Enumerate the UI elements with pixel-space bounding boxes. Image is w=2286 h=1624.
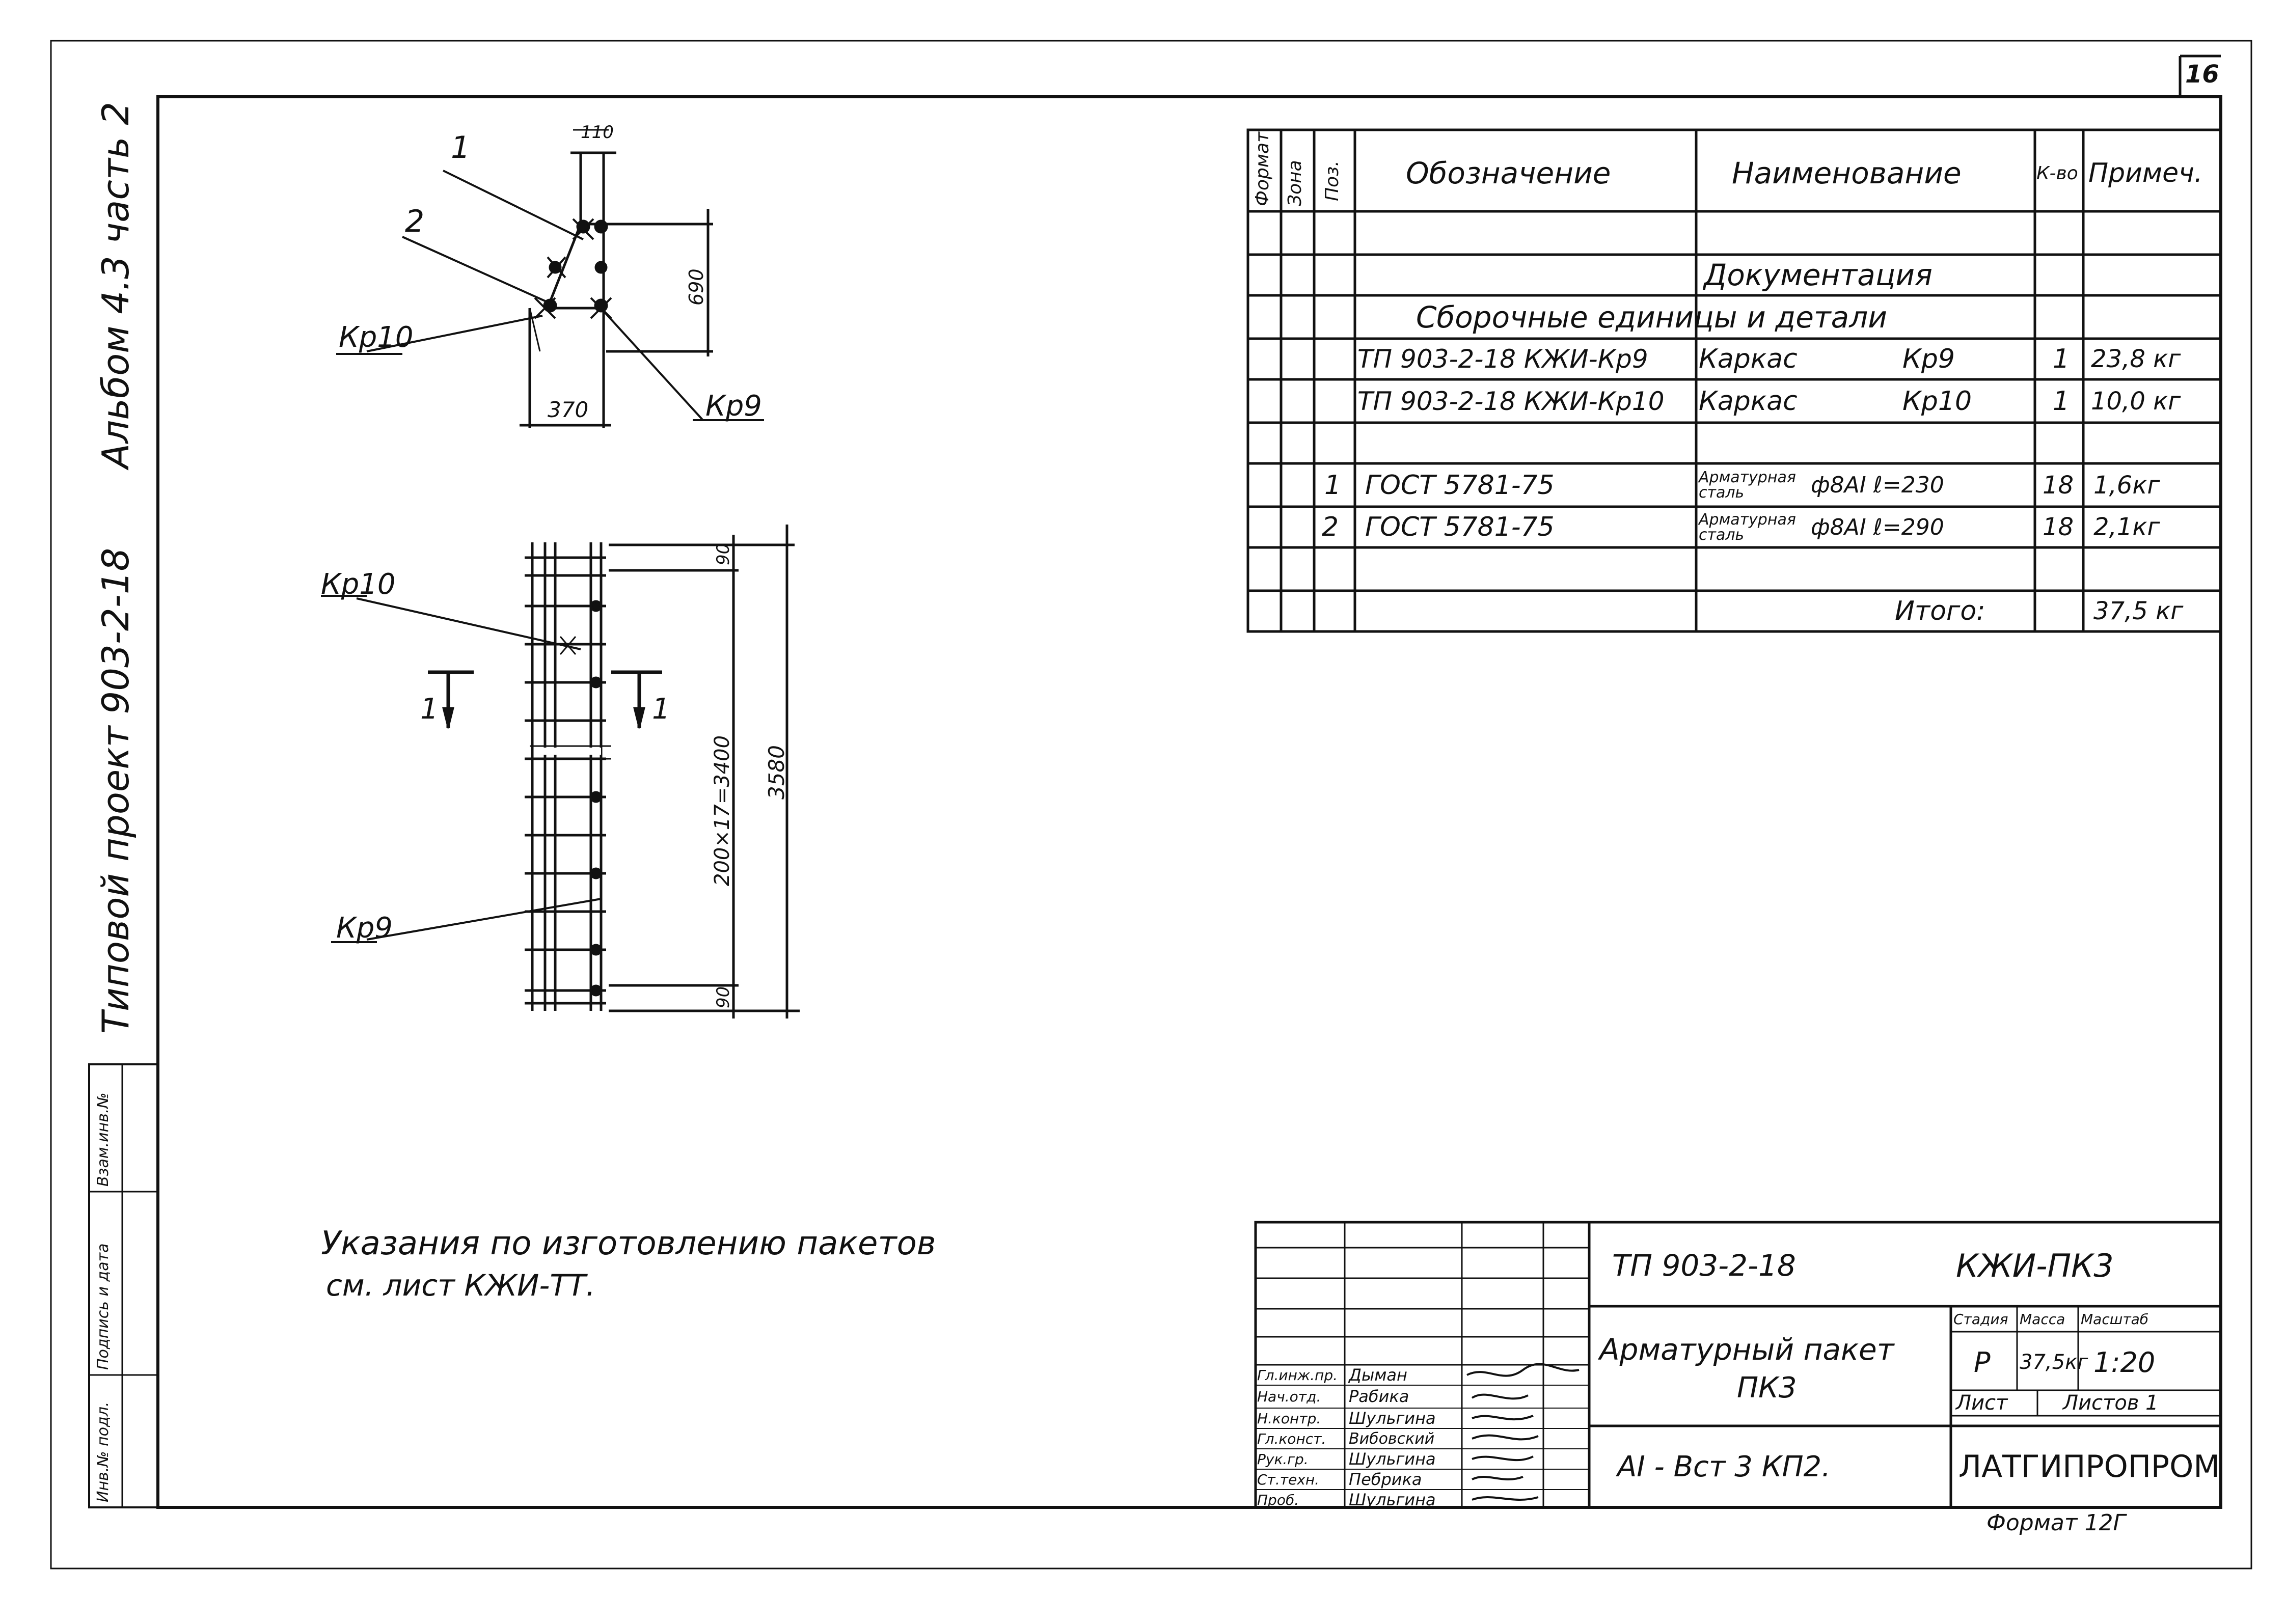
- section-documentation: Документация: [1704, 258, 1933, 292]
- col-designation: Обозначение: [1406, 156, 1611, 190]
- signer-role-1: Гл.инж.пр.: [1257, 1366, 1338, 1384]
- side-title-project: Типовой проект 903-2-18: [94, 547, 137, 1034]
- label-kr10-bottom: Кр10: [321, 568, 396, 601]
- tb-scale-label: Масштаб: [2081, 1311, 2149, 1328]
- row3-note: 1,6кг: [2093, 471, 2160, 500]
- signatures: [1466, 1363, 1580, 1501]
- row4-designation: ГОСТ 5781-75: [1365, 512, 1555, 542]
- tb-title-line1: Арматурный пакет: [1599, 1332, 1894, 1367]
- row2-name2: Кр10: [1902, 386, 1972, 417]
- signer-role-2: Нач.отд.: [1257, 1388, 1321, 1405]
- row4-name2: ф8АI ℓ=290: [1811, 514, 1944, 540]
- instructions-line2: см. лист КЖИ-ТТ.: [326, 1268, 595, 1303]
- tb-stage-label: Стадия: [1953, 1311, 2008, 1328]
- cross-section-drawing: [336, 129, 764, 428]
- dim-90-bottom: 90: [713, 986, 733, 1008]
- tb-sheet-label: Лист: [1956, 1391, 2008, 1415]
- signer-name-2: Рабика: [1349, 1387, 1409, 1406]
- tb-stage-value: Р: [1974, 1346, 1991, 1379]
- label-pos2: 2: [405, 204, 425, 239]
- sheet-number: 16: [2185, 60, 2219, 89]
- instructions-line1: Указания по изготовлению пакетов: [321, 1225, 936, 1262]
- signer-name-1: Дыман: [1349, 1365, 1407, 1385]
- row2-name: Каркас: [1699, 386, 1798, 417]
- side-stamp-inventory: Инв.№ подл.: [94, 1401, 112, 1502]
- row4-name: Арматурная сталь: [1699, 510, 1796, 544]
- tb-sheet-code: КЖИ-ПК3: [1956, 1247, 2114, 1284]
- row2-qty: 1: [2053, 386, 2070, 417]
- col-pos: Поз.: [1322, 160, 1343, 201]
- row2-designation: ТП 903-2-18 КЖИ-Кр10: [1357, 386, 1665, 416]
- row2-note: 10,0 кг: [2091, 387, 2181, 416]
- col-name: Наименование: [1732, 156, 1962, 190]
- label-kr9-bottom: Кр9: [336, 912, 393, 945]
- row3-name: Арматурная сталь: [1699, 468, 1796, 502]
- dim-middle: 200×17=3400: [711, 735, 734, 886]
- dim-90-top: 90: [713, 543, 733, 565]
- tb-title-line2: ПК3: [1737, 1371, 1797, 1405]
- signer-role-4: Гл.конст.: [1257, 1430, 1326, 1447]
- col-note: Примеч.: [2088, 158, 2203, 188]
- total-label: Итого:: [1895, 596, 1985, 626]
- row4-qty: 18: [2043, 513, 2074, 541]
- dim-total: 3580: [764, 745, 789, 800]
- tb-material: АI - Вст 3 КП2.: [1617, 1450, 1831, 1483]
- outer-frame: [50, 40, 2252, 1570]
- side-stamp-signature: Подпись и дата: [94, 1243, 112, 1370]
- side-stamp-replace: Взам.инв.№: [94, 1092, 112, 1187]
- label-kr10-top: Кр10: [339, 321, 414, 354]
- row3-qty: 18: [2043, 471, 2074, 500]
- dim-370: 370: [548, 397, 589, 422]
- spec-table-grid: [1246, 128, 2222, 633]
- row3-designation: ГОСТ 5781-75: [1365, 470, 1555, 501]
- row3-name2: ф8АI ℓ=230: [1811, 472, 1944, 498]
- tb-doc-code: ТП 903-2-18: [1612, 1248, 1796, 1283]
- side-title-album: Альбом 4.3 часть 2: [94, 101, 137, 469]
- section-mark-right: 1: [652, 693, 670, 726]
- row1-qty: 1: [2053, 344, 2070, 374]
- col-format: Формат: [1252, 131, 1273, 206]
- elevation-drawing: [321, 525, 800, 1019]
- total-value: 37,5 кг: [2093, 597, 2184, 625]
- signer-name-3: Шульгина: [1349, 1409, 1436, 1428]
- section-mark-left: 1: [420, 693, 439, 726]
- signer-name-4: Вибовский: [1349, 1429, 1435, 1448]
- signer-name-7: Шульгина: [1349, 1490, 1436, 1509]
- section-assemblies: Сборочные единицы и детали: [1416, 299, 1887, 335]
- label-kr9-top: Кр9: [705, 390, 762, 423]
- signer-role-6: Ст.техн.: [1257, 1471, 1320, 1488]
- side-stamp-box: [88, 1063, 159, 1508]
- row1-name2: Кр9: [1902, 344, 1955, 374]
- row1-name: Каркас: [1699, 344, 1798, 374]
- tb-format: Формат 12Г: [1986, 1509, 2126, 1536]
- label-pos1: 1: [451, 130, 471, 166]
- signer-name-5: Шульгина: [1349, 1449, 1436, 1469]
- tb-organization: ЛАТГИПРОПРОМ: [1958, 1449, 2220, 1484]
- row3-pos: 1: [1324, 470, 1342, 501]
- tb-mass-label: Масса: [2020, 1311, 2065, 1328]
- col-qty: К-во: [2036, 162, 2078, 184]
- row1-designation: ТП 903-2-18 КЖИ-Кр9: [1357, 344, 1648, 374]
- signer-role-5: Рук.гр.: [1257, 1450, 1309, 1468]
- signer-role-3: Н.контр.: [1257, 1410, 1321, 1427]
- col-zone: Зона: [1285, 160, 1305, 206]
- dim-110: 110: [581, 122, 614, 143]
- tb-scale-value: 1:20: [2093, 1346, 2156, 1379]
- row4-pos: 2: [1322, 512, 1339, 542]
- dim-690: 690: [685, 268, 707, 306]
- row1-note: 23,8 кг: [2091, 345, 2181, 373]
- row4-note: 2,1кг: [2093, 513, 2160, 541]
- tb-mass-value: 37,5кг: [2020, 1351, 2088, 1374]
- tb-sheets-label: Листов 1: [2063, 1391, 2159, 1415]
- signer-role-7: Проб.: [1257, 1491, 1299, 1508]
- signer-name-6: Пебрика: [1349, 1470, 1422, 1489]
